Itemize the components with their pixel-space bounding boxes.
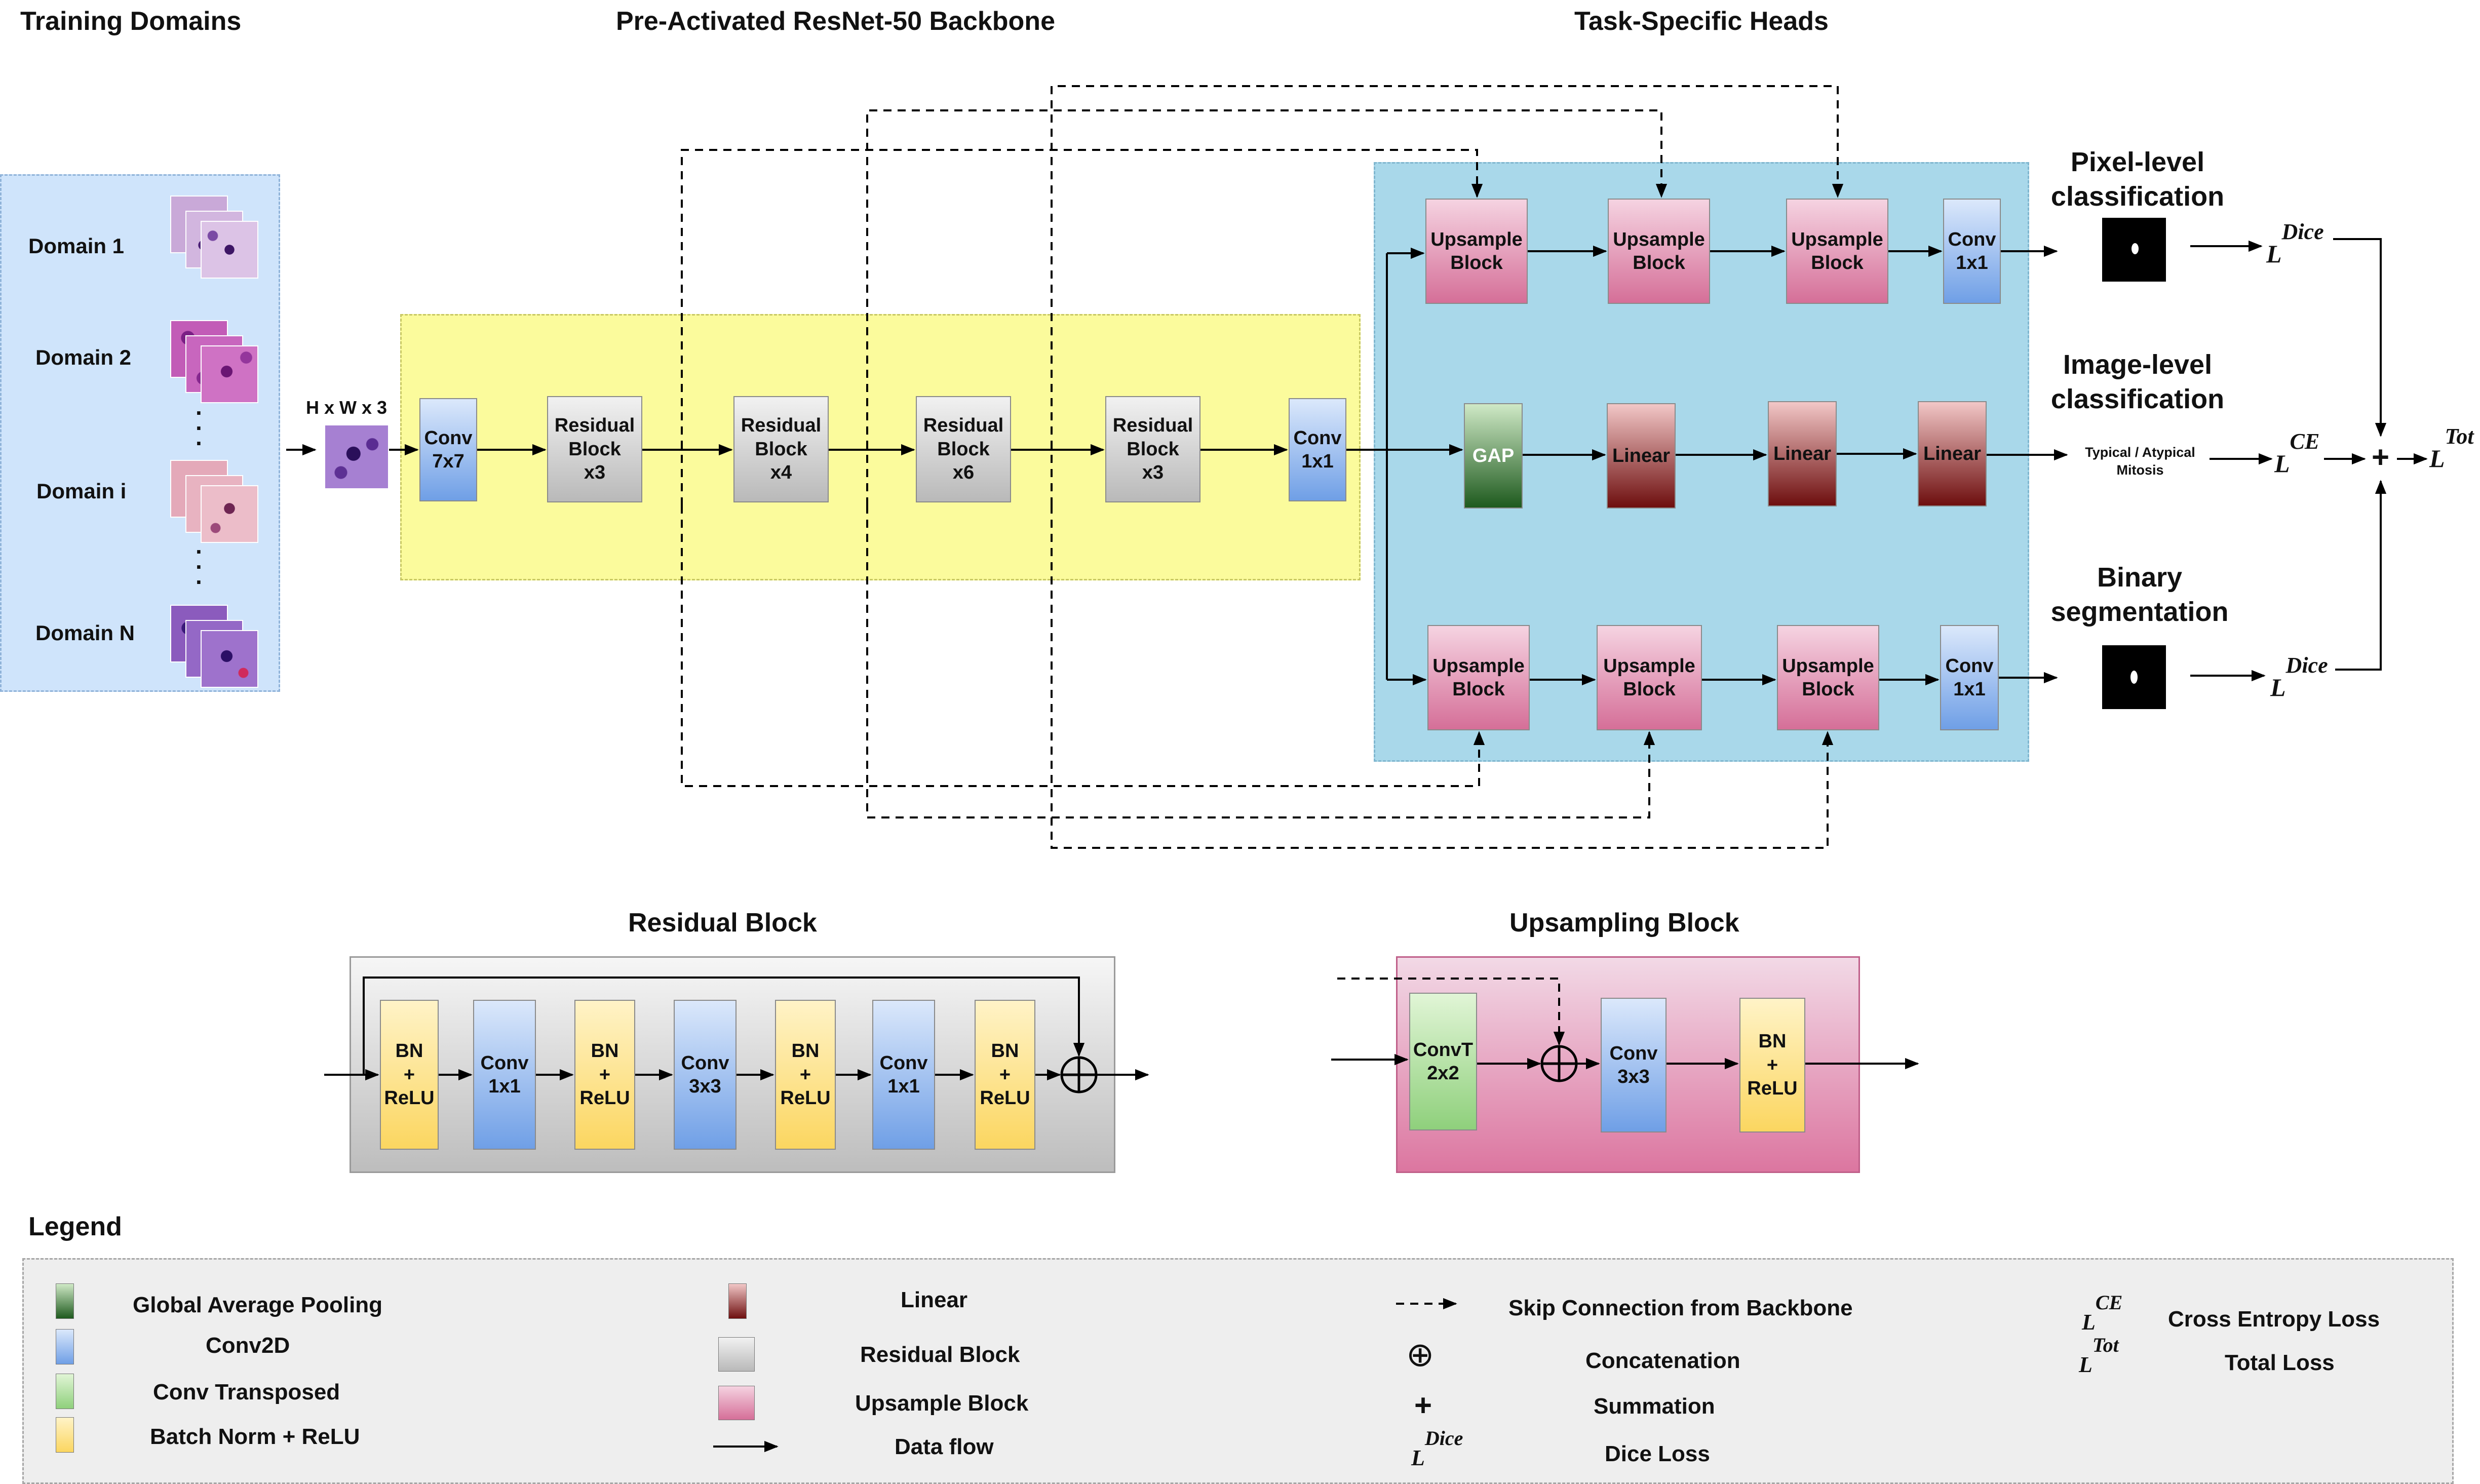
legend-gap-swatch: [56, 1283, 74, 1319]
up-conv3x3: Conv 3x3: [1601, 998, 1667, 1132]
linear-block-2: Linear: [1768, 401, 1837, 506]
dice-loss-binary: LDice: [2270, 653, 2328, 702]
res-bn-relu-1: BN + ReLU: [380, 1000, 439, 1150]
linear-block-3: Linear: [1918, 401, 1987, 506]
summation-symbol: +: [2372, 440, 2390, 474]
pixel-upsample-block-3: Upsample Block: [1786, 199, 1888, 304]
gap-block: GAP: [1464, 403, 1523, 509]
binary-segmentation-label: Binary segmentation: [2050, 562, 2229, 628]
legend-gap-label: Global Average Pooling: [133, 1293, 383, 1317]
backbone-residual-x3: Residual Block x3: [547, 396, 642, 502]
legend-dice-symbol: LDice: [1411, 1427, 1463, 1471]
backbone-conv1x1: Conv 1x1: [1289, 398, 1346, 501]
binary-upsample-block-2: Upsample Block: [1597, 625, 1702, 730]
up-skip: [1337, 978, 1565, 1046]
ce-loss: LCE: [2274, 429, 2320, 478]
domain-label-1: Domain 1: [28, 234, 125, 258]
domain-label-2: Domain 2: [35, 345, 132, 369]
heads-title: Task-Specific Heads: [1574, 7, 1829, 36]
input-image: [324, 424, 389, 489]
skip-connection-1: [681, 149, 1483, 505]
skip-connection-1b: [681, 505, 1485, 787]
legend-dice-label: Dice Loss: [1605, 1441, 1710, 1466]
input-size-label: H x W x 3: [306, 397, 388, 418]
legend-bn-relu-label: Batch Norm + ReLU: [150, 1424, 360, 1449]
pixel-level-label: Pixel-level classification: [2050, 147, 2225, 212]
backbone-title: Pre-Activated ResNet-50 Backbone: [616, 7, 1055, 36]
pixel-conv1x1: Conv 1x1: [1943, 199, 2001, 304]
binary-upsample-block-1: Upsample Block: [1427, 625, 1530, 730]
domain-label-n: Domain N: [35, 621, 135, 645]
upsampling-block-title: Upsampling Block: [1509, 908, 1739, 938]
up-concat-cross: [1542, 1046, 1576, 1081]
backbone-conv7x7: Conv 7x7: [419, 398, 477, 501]
dice-loss-pixel: LDice: [2266, 219, 2324, 268]
up-convt2x2: ConvT 2x2: [1409, 993, 1477, 1130]
legend-linear-swatch: [728, 1283, 747, 1319]
legend-convt-swatch: [56, 1374, 74, 1409]
backbone-residual-x3-final: Residual Block x3: [1105, 396, 1200, 502]
legend-plus-symbol: +: [1414, 1388, 1432, 1422]
legend-dataflow-label: Data flow: [895, 1434, 994, 1459]
legend-concat-label: Concatenation: [1585, 1348, 1740, 1373]
legend-tot-label: Total Loss: [2225, 1350, 2335, 1375]
legend-title: Legend: [28, 1212, 122, 1241]
res-bn-relu-3: BN + ReLU: [775, 1000, 836, 1150]
legend-skip-label: Skip Connection from Backbone: [1508, 1296, 1853, 1320]
legend-bn-relu-swatch: [56, 1417, 74, 1453]
ellipsis-dots: ···: [196, 400, 204, 456]
res-bn-relu-2: BN + ReLU: [574, 1000, 635, 1150]
legend-summation-label: Summation: [1594, 1394, 1715, 1419]
legend-residual-swatch: [718, 1337, 755, 1372]
legend-upsample-label: Upsample Block: [855, 1391, 1029, 1416]
legend-ce-label: Cross Entropy Loss: [2168, 1307, 2380, 1332]
skip-connection-3: [1051, 85, 1844, 505]
legend-tot-symbol: LTot: [2079, 1334, 2119, 1378]
backbone-residual-x6: Residual Block x6: [916, 396, 1011, 502]
skip-connection-3b: [1051, 505, 1834, 849]
linear-block-1: Linear: [1607, 403, 1676, 509]
ellipsis-dots: ···: [196, 538, 204, 595]
legend-panel: [22, 1258, 2454, 1484]
typical-atypical-label: Typical / Atypical Mitosis: [2085, 445, 2195, 478]
res-conv1x1-1: Conv 1x1: [473, 1000, 536, 1150]
binary-mask-output: [2102, 645, 2166, 709]
legend-convt-label: Conv Transposed: [153, 1380, 340, 1404]
up-bn-relu: BN + ReLU: [1739, 998, 1805, 1132]
legend-upsample-swatch: [718, 1386, 755, 1420]
image-level-label: Image-level classification: [2050, 349, 2225, 415]
res-skip: [363, 977, 1085, 1075]
res-bn-relu-4: BN + ReLU: [975, 1000, 1035, 1150]
binary-upsample-block-3: Upsample Block: [1777, 625, 1879, 730]
training-domains-title: Training Domains: [20, 7, 242, 36]
legend-ce-symbol: LCE: [2082, 1291, 2123, 1335]
domain-label-i: Domain i: [36, 479, 127, 503]
legend-conv2d-swatch: [56, 1329, 74, 1364]
pixel-upsample-block-2: Upsample Block: [1608, 199, 1710, 304]
total-loss: LTot: [2429, 424, 2474, 473]
flow-dice1-to-sum: [2333, 238, 2387, 437]
pixel-mask-output: [2102, 218, 2166, 282]
residual-block-title: Residual Block: [628, 908, 817, 938]
legend-concat-symbol: ⊕: [1406, 1336, 1435, 1373]
legend-linear-label: Linear: [901, 1287, 968, 1312]
legend-conv2d-label: Conv2D: [206, 1333, 290, 1358]
binary-conv1x1: Conv 1x1: [1940, 625, 1999, 730]
flow-dice2-to-sum: [2335, 480, 2387, 671]
res-conv3x3: Conv 3x3: [674, 1000, 737, 1150]
skip-connection-2b: [866, 505, 1655, 818]
res-concat-cross: [1062, 1058, 1096, 1092]
backbone-residual-x4: Residual Block x4: [733, 396, 829, 502]
pixel-upsample-block-1: Upsample Block: [1425, 199, 1528, 304]
skip-connection-2: [866, 109, 1668, 505]
res-conv1x1-2: Conv 1x1: [872, 1000, 935, 1150]
legend-residual-label: Residual Block: [860, 1342, 1020, 1367]
